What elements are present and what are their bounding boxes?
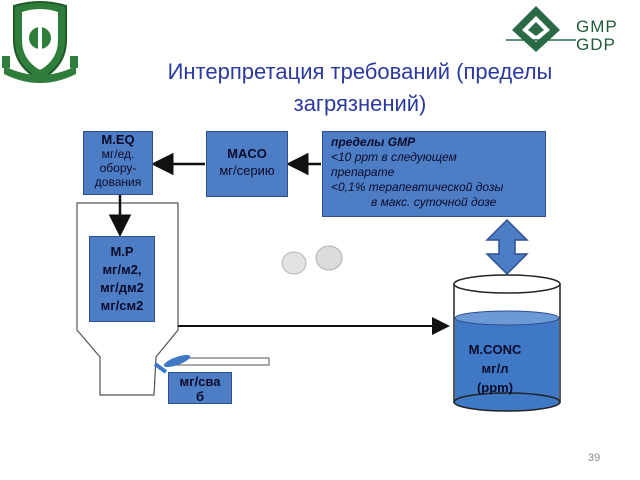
swab-line-2: б (195, 389, 205, 404)
mconc-unit-2: (ppm) (476, 380, 514, 395)
cylinder-liquid (455, 318, 559, 401)
maco-box: MACO мг/серию (206, 131, 288, 197)
gmp-gdp-logo-text: GMP GDP (576, 18, 618, 54)
swab-head-icon (163, 354, 191, 368)
meq-unit-3: дования (94, 175, 142, 189)
limits-line-5: в макс. суточной дозе (371, 195, 497, 209)
page-number: 39 (588, 452, 601, 464)
maco-title: MACO (227, 146, 267, 161)
maco-unit: мг/серию (219, 163, 275, 178)
double-arrow-icon (485, 218, 529, 276)
limits-line-4: <0,1% терапевтической дозы (331, 180, 504, 194)
meq-unit-2: обору- (99, 161, 137, 175)
outlet-pipe (175, 357, 270, 366)
mconc-unit-1: мг/л (481, 361, 509, 376)
meq-title: M.EQ (101, 132, 135, 147)
logo-gdp: GDP (576, 35, 616, 54)
gmp-gdp-logo-icon (506, 6, 576, 52)
meq-box: M.EQ мг/ед. обору- дования (83, 131, 153, 195)
tablet-icon (281, 251, 307, 275)
cylinder-top (453, 274, 561, 294)
mp-box: M.P мг/м2, мг/дм2 мг/см2 (89, 236, 155, 322)
meq-unit-1: мг/ед. (101, 147, 135, 161)
title-line-1: Интерпретация требований (пределы (167, 59, 553, 84)
mp-title: M.P (110, 244, 134, 259)
mconc-label: M.CONC мг/л (ppm) (455, 340, 535, 397)
swab-line-1: мг/сва (179, 374, 221, 389)
swab-stick-icon (153, 362, 168, 374)
logo-gmp: GMP (576, 17, 618, 36)
gmp-limits-box: пределы GMP <10 ppm в следующем препарат… (322, 131, 546, 217)
mconc-title: M.CONC (468, 342, 522, 357)
mp-unit-2: мг/дм2 (100, 280, 144, 295)
mp-unit-1: мг/м2, (102, 262, 142, 277)
cylinder-liquid-top (454, 310, 560, 326)
limits-line-2: <10 ppm в следующем (331, 150, 457, 164)
title-line-2: загрязнений) (293, 91, 427, 116)
mp-unit-3: мг/см2 (100, 298, 144, 313)
cylinder-bottom (453, 392, 561, 412)
shield-logo-icon (2, 1, 78, 83)
limits-heading: пределы GMP (331, 135, 416, 149)
swab-box: мг/сва б (168, 372, 232, 404)
limits-line-3: препарате (331, 165, 395, 179)
page-title: Интерпретация требований (пределы загряз… (80, 56, 640, 120)
tablet-icon (315, 245, 343, 271)
